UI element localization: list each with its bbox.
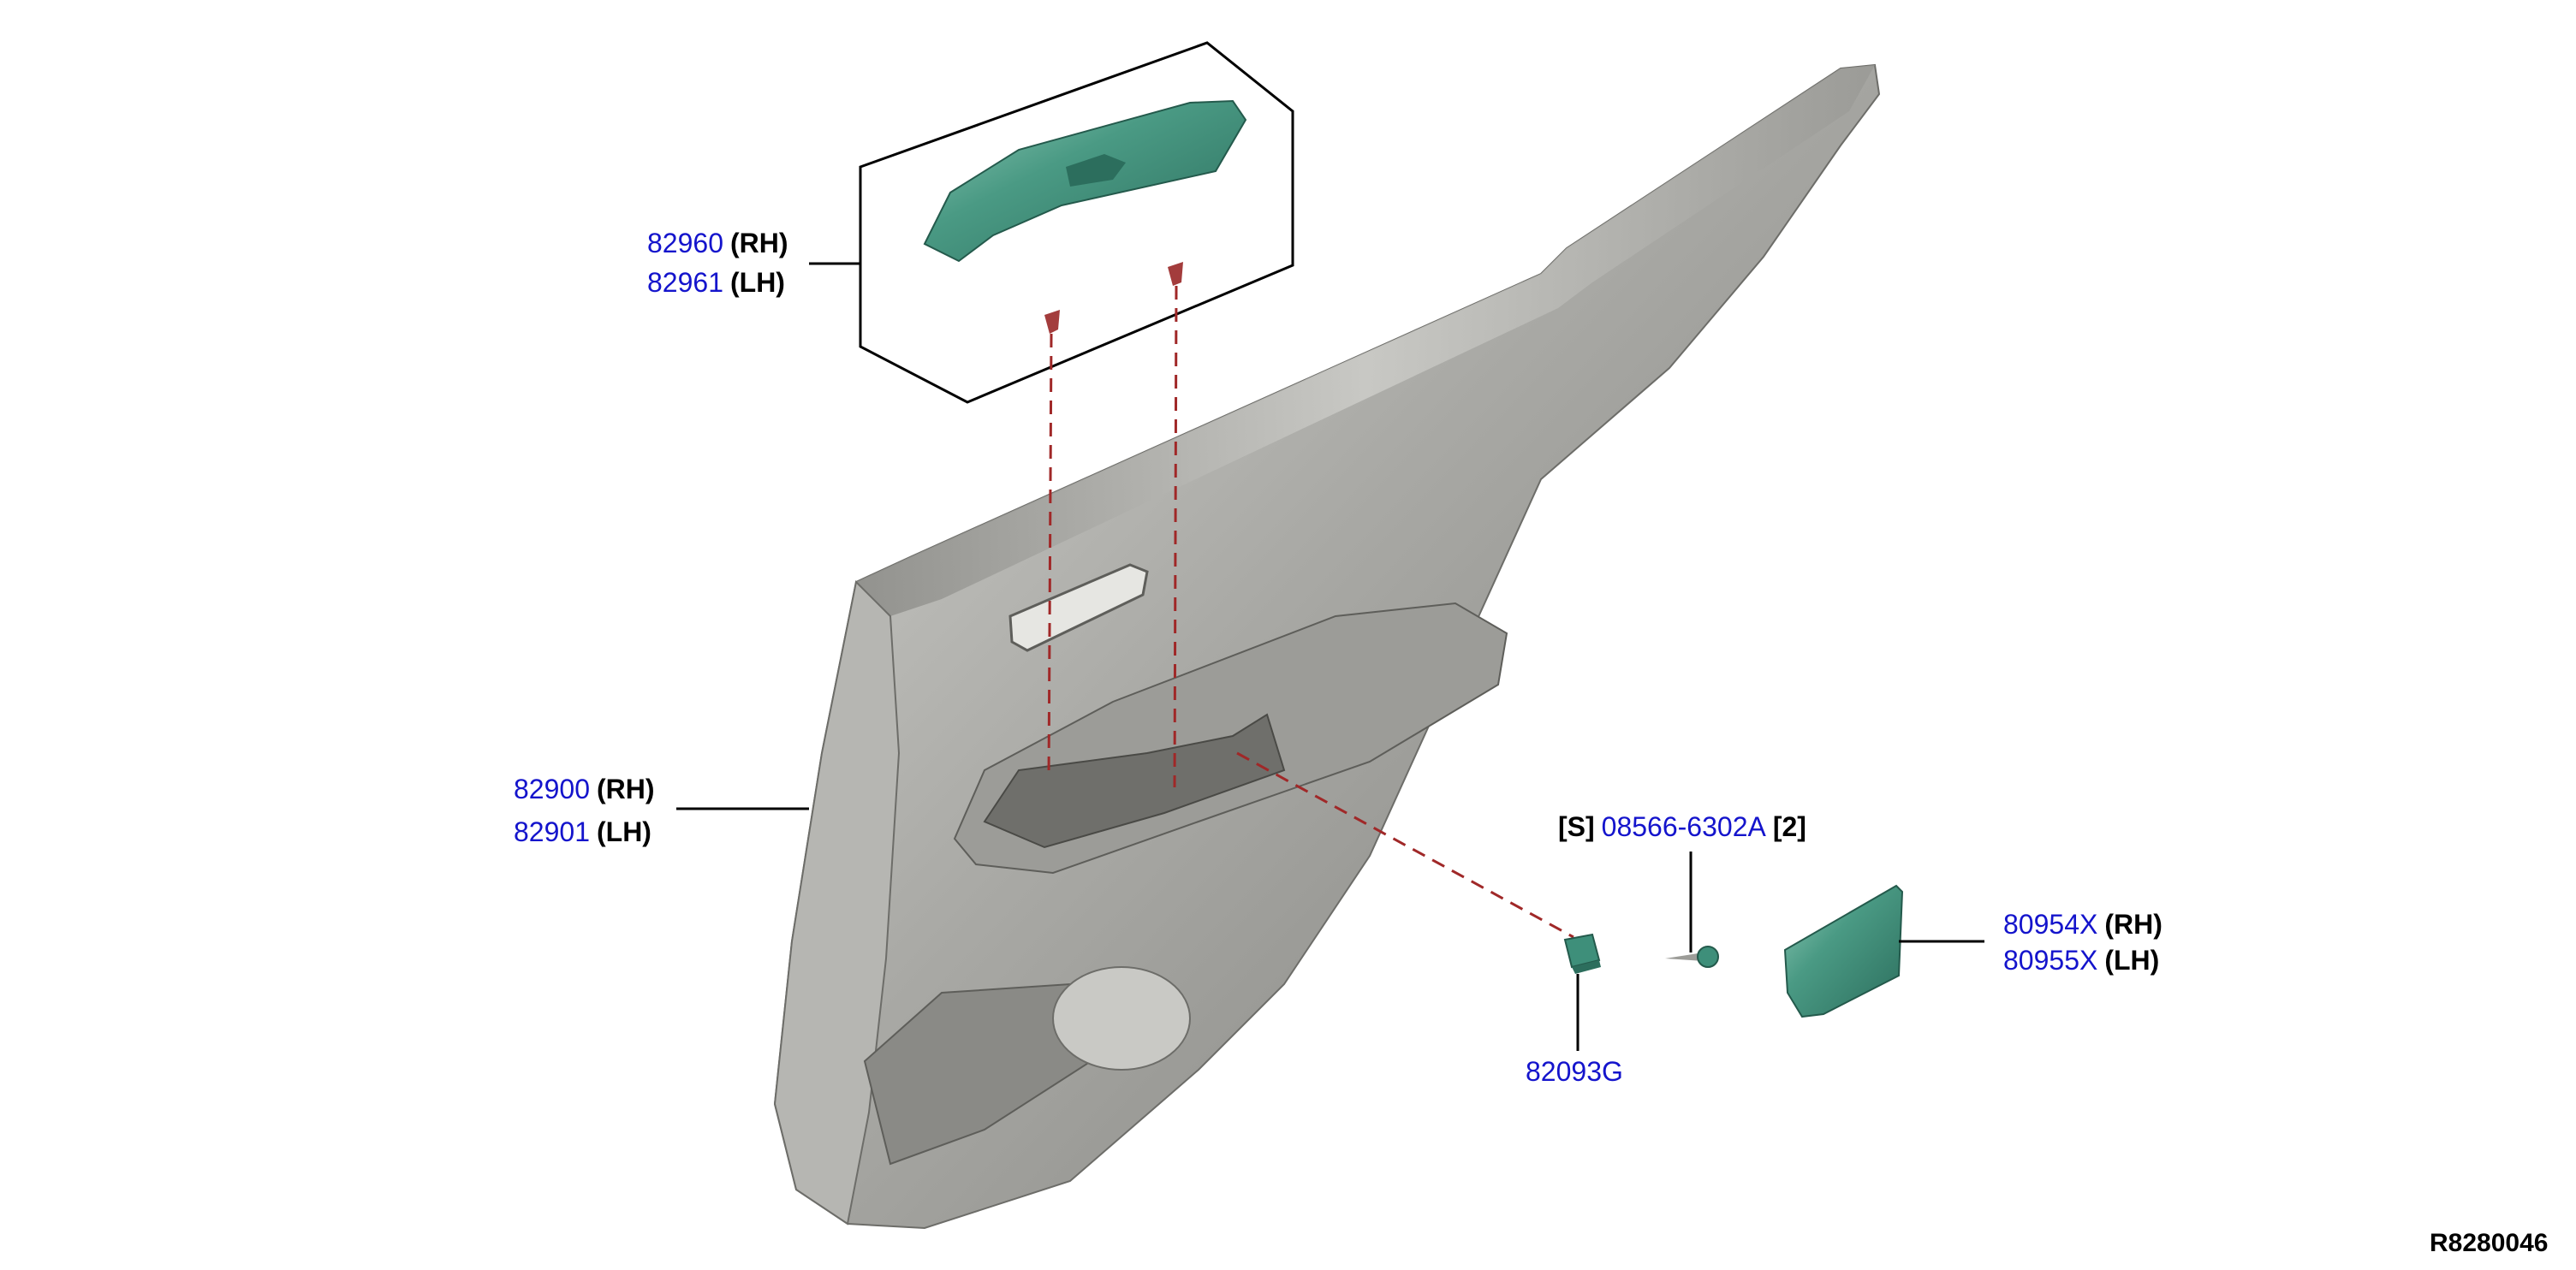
part-number-link[interactable]: 82901 <box>514 816 590 847</box>
callout-switch-finisher-lh: 82961(LH) <box>647 269 785 296</box>
part-number-link[interactable]: 80955X <box>2003 945 2098 976</box>
side-label: (RH) <box>729 228 788 258</box>
part-number-link[interactable]: 08566-6302A <box>1601 811 1766 842</box>
trim-clip[interactable] <box>1563 933 1601 974</box>
cover-panel[interactable] <box>1783 884 1904 1018</box>
clip-leader-right <box>1173 285 1178 788</box>
clip-leader-left <box>1047 333 1053 780</box>
screw[interactable] <box>1665 946 1719 968</box>
switch-finisher[interactable] <box>923 99 1247 263</box>
part-number-link[interactable]: 82961 <box>647 267 723 298</box>
callout-cover-lh: 80955X(LH) <box>2003 947 2159 974</box>
upper-grip-opening <box>1008 563 1149 652</box>
diagram-reference-number: R8280046 <box>2430 1229 2549 1257</box>
trim-clip-leader <box>1236 751 1574 939</box>
callout-cover-rh: 80954X(RH) <box>2003 911 2163 938</box>
part-number-link[interactable]: 82960 <box>647 228 723 258</box>
switch-finisher-inset-box <box>859 41 1294 404</box>
part-number-link[interactable]: 82093G <box>1526 1056 1623 1087</box>
side-label: (RH) <box>2104 909 2163 940</box>
switch-finisher-opening <box>1066 154 1126 187</box>
finisher-clip-right[interactable] <box>1168 262 1183 286</box>
part-number-link[interactable]: 80954X <box>2003 909 2098 940</box>
door-trim-panel[interactable] <box>773 63 1881 1230</box>
quantity-label: [2] <box>1772 811 1806 842</box>
screw-prefix: [S] <box>1558 811 1595 842</box>
door-trim-upper-rail <box>856 65 1875 616</box>
side-label: (RH) <box>596 774 655 804</box>
callout-switch-finisher-rh: 82960(RH) <box>647 229 788 257</box>
side-label: (LH) <box>596 816 651 847</box>
side-label: (LH) <box>729 267 785 298</box>
finisher-clip-left[interactable] <box>1044 310 1060 334</box>
callout-door-trim-rh: 82900(RH) <box>514 775 655 803</box>
callout-clip: 82093G <box>1526 1058 1623 1085</box>
cup-holder <box>1052 966 1191 1071</box>
part-number-link[interactable]: 82900 <box>514 774 590 804</box>
callout-screw: [S]08566-6302A[2] <box>1558 813 1806 840</box>
window-switch-bay <box>983 713 1286 849</box>
callout-door-trim-lh: 82901(LH) <box>514 818 651 846</box>
side-label: (LH) <box>2104 945 2160 976</box>
